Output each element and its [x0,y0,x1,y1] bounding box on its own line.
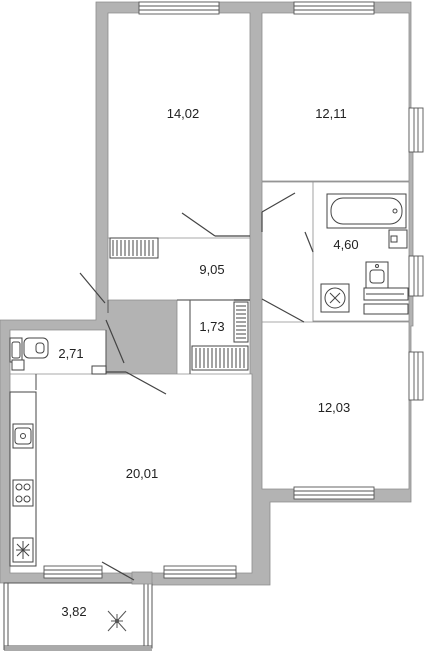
door-bedroom-lower [261,298,305,323]
door-entrance [79,272,125,364]
window-right-lower [408,351,424,401]
stove-icon [12,479,34,507]
area-label-bathroom: 4,60 [333,237,358,252]
window-bottom-right [163,565,237,579]
area-label-toilet: 2,71 [58,346,83,361]
bathtub-icon [326,193,407,229]
door-toilet [106,371,167,395]
bath-cabinet [388,229,408,249]
hand-sink-icon [9,337,23,363]
door-bathroom [304,231,314,253]
wc-icon [23,337,49,359]
window-bottom-bedroom [293,486,375,500]
bath-shelf [363,303,409,315]
radiator-closet-side [233,301,249,343]
window-right-bath [408,255,424,297]
area-label-hall: 9,05 [199,262,224,277]
bathroom-fixtures [320,193,409,315]
toilet-fixtures [9,337,107,375]
door-bedroom-left [181,212,250,237]
toilet-duct [91,365,107,375]
door-bedroom-right [261,192,296,232]
sink-icon [365,261,389,289]
window-bottom-left [43,565,103,579]
riser [11,359,25,371]
radiator-closet [191,345,249,371]
ventilation-icon [12,537,34,563]
window-right-upper [408,107,424,153]
windows [43,1,424,579]
drying-rack-icon [107,610,127,632]
kitchen-sink-icon [12,423,34,449]
washing-machine-icon [320,283,350,313]
area-label-closet: 1,73 [199,319,224,334]
area-label-bedroom-left: 14,02 [167,106,200,121]
kitchen-fixtures [9,391,37,567]
door-balcony [101,561,135,581]
area-label-kitchen-living: 20,01 [126,466,159,481]
balcony [3,571,153,651]
window-top-right [293,1,375,15]
doors [79,192,314,581]
area-label-bedroom-lower: 12,03 [318,400,351,415]
area-label-bedroom-right: 12,11 [315,106,347,121]
window-top-left [138,1,220,15]
balcony-floor [3,582,153,649]
area-label-balcony: 3,82 [61,604,86,619]
kitchen-counter [9,391,37,567]
radiator-bedroom-left [109,237,159,259]
radiators [109,237,249,371]
